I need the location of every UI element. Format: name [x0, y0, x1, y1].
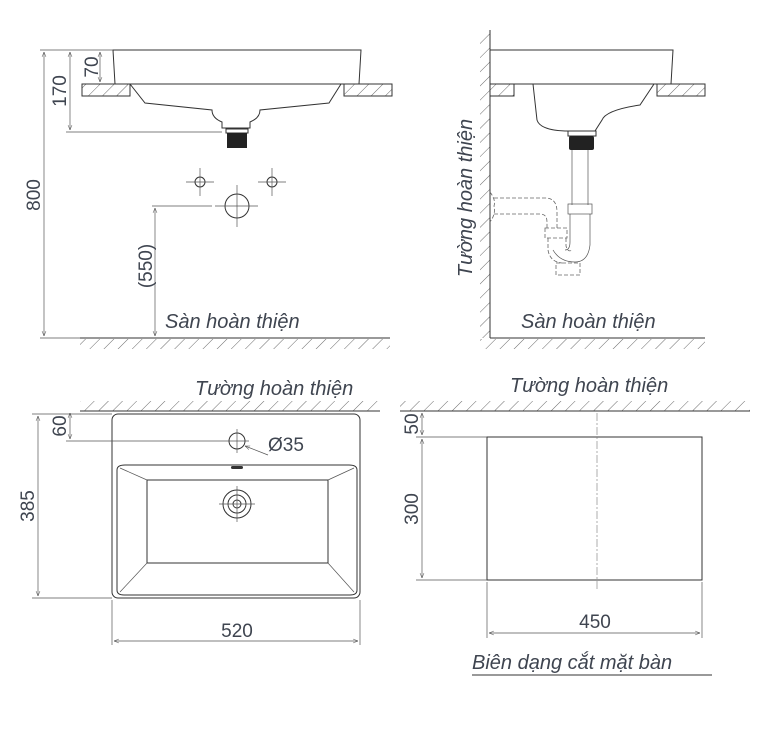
wall-inlet-left — [186, 168, 214, 196]
wall-hatch-3 — [80, 401, 380, 411]
drain-hole — [219, 486, 255, 522]
tap-hole — [225, 429, 249, 453]
basin-bowl — [129, 83, 342, 129]
overflow-hole — [231, 466, 243, 469]
dim-450-label: 450 — [579, 612, 611, 633]
wall-label-2: Tường hoàn thiện — [195, 378, 353, 400]
countertop-left — [81, 83, 131, 97]
dim-800-label: 800 — [24, 179, 45, 211]
wall-hatch — [480, 30, 490, 338]
bowl-inner — [146, 479, 329, 564]
dim-385-label: 385 — [18, 490, 39, 522]
floor-hatch-2 — [480, 339, 705, 349]
countertop-left-2 — [489, 83, 515, 97]
wall-inlet-right — [258, 168, 286, 196]
cutout-title: Biên dạng cắt mặt bàn — [472, 651, 672, 674]
dim-35-label: Ø35 — [268, 435, 304, 456]
wall-label-3: Tường hoàn thiện — [510, 375, 668, 397]
wall-hatch-4 — [400, 401, 750, 411]
floor-hatch — [80, 339, 390, 349]
drain-connector-2 — [569, 136, 594, 150]
drain-connector — [227, 133, 247, 148]
countertop-right-2 — [656, 83, 706, 97]
drain-ring — [225, 128, 249, 134]
basin-rim-2 — [489, 49, 674, 85]
front-elevation-view: 800 170 70 (550) Sàn hoàn thiện — [24, 49, 393, 349]
dim-50-label: 50 — [402, 413, 423, 434]
dim-60-label: 60 — [50, 415, 71, 436]
dim-300-label: 300 — [402, 493, 423, 525]
dim-170-label: 170 — [50, 75, 71, 107]
wall-drain-outlet — [215, 185, 258, 227]
floor-label-1: Sàn hoàn thiện — [165, 311, 300, 333]
basin-outline — [111, 413, 361, 599]
side-section-view: Tường hoàn thiện Sàn hoàn thiện — [455, 30, 706, 349]
dim-550-label: (550) — [136, 244, 157, 288]
countertop-right — [343, 83, 393, 97]
dim-70-label: 70 — [82, 56, 103, 77]
basin-bowl-2 — [532, 83, 655, 132]
floor-label-2: Sàn hoàn thiện — [521, 311, 656, 333]
dim-520-label: 520 — [221, 621, 253, 642]
top-view: Tường hoàn thiện 385 60 Ø35 520 — [18, 378, 380, 645]
bowl-outer — [116, 464, 358, 596]
p-trap — [489, 150, 593, 276]
cutout-view: Tường hoàn thiện 50 300 450 Biên dạng cắ… — [400, 375, 750, 676]
leader-35 — [245, 445, 269, 456]
basin-rim — [112, 49, 362, 85]
wall-label-1: Tường hoàn thiện — [455, 119, 477, 277]
cutout-rect — [486, 436, 703, 581]
